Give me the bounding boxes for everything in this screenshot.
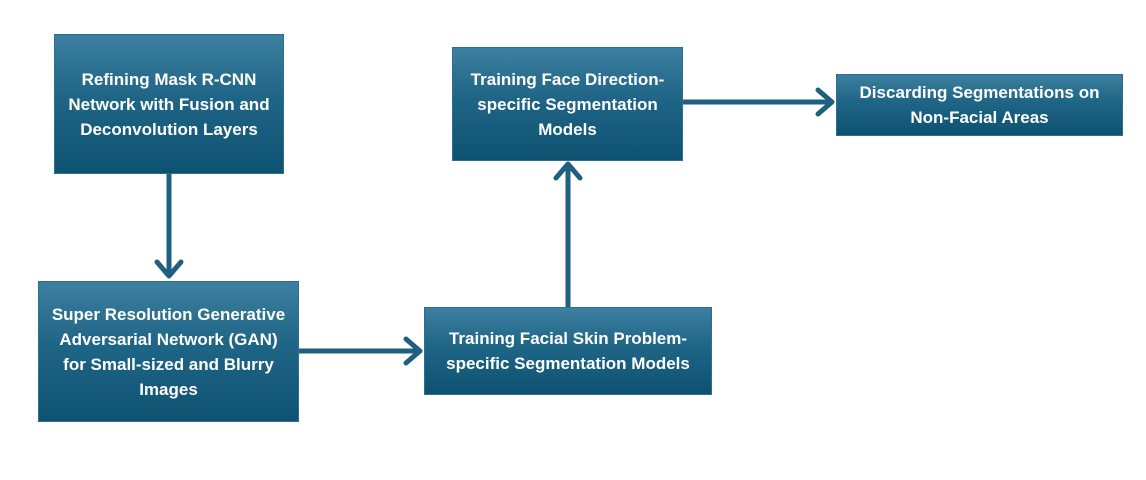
super-resolution-gan-label: Super Resolution Generative Adversarial … bbox=[51, 304, 286, 399]
refining-mask-rcnn-box: Refining Mask R-CNN Network with Fusion … bbox=[54, 34, 284, 174]
facial-skin-segmentation-label: Training Facial Skin Problem-specific Se… bbox=[446, 329, 690, 373]
refining-mask-rcnn-label: Refining Mask R-CNN Network with Fusion … bbox=[68, 69, 270, 139]
face-direction-segmentation-label: Training Face Direction-specific Segment… bbox=[470, 69, 665, 139]
discard-non-facial-label: Discarding Segmentations on Non-Facial A… bbox=[859, 83, 1100, 127]
arrow-direction-to-discard bbox=[680, 87, 835, 117]
arrow-refining-to-gan bbox=[154, 171, 184, 279]
face-direction-segmentation-box: Training Face Direction-specific Segment… bbox=[452, 47, 683, 161]
discard-non-facial-box: Discarding Segmentations on Non-Facial A… bbox=[836, 74, 1123, 136]
super-resolution-gan-box: Super Resolution Generative Adversarial … bbox=[38, 281, 299, 422]
arrow-skin-to-direction bbox=[553, 161, 583, 310]
arrow-gan-to-skin bbox=[296, 336, 423, 366]
facial-skin-segmentation-box: Training Facial Skin Problem-specific Se… bbox=[424, 307, 712, 395]
